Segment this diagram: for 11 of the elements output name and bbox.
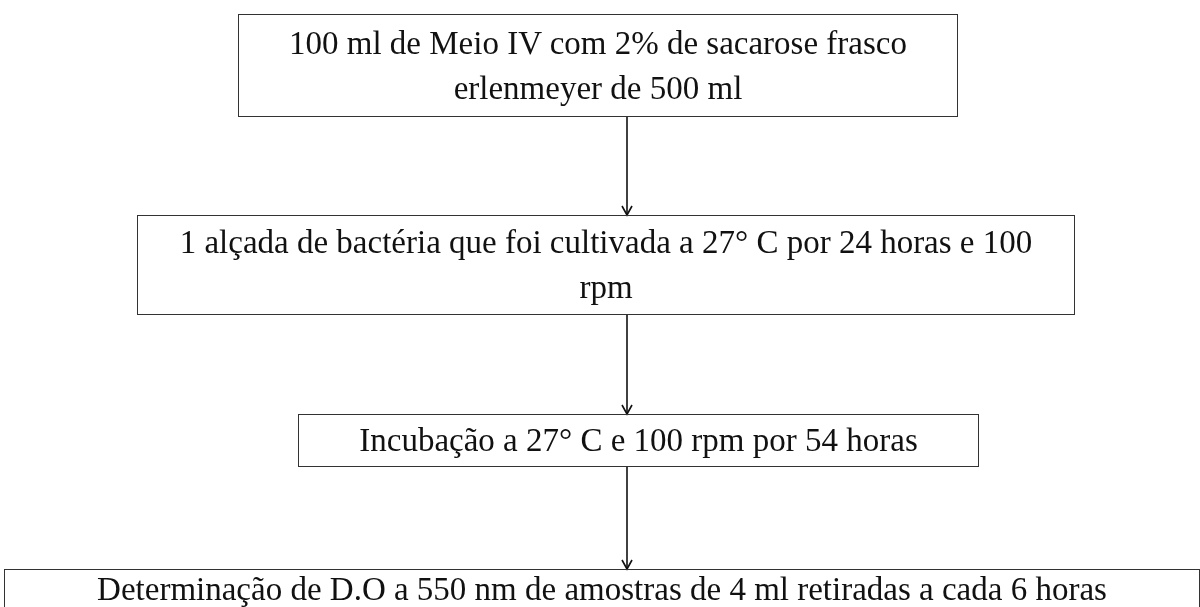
process-box xyxy=(4,569,1200,607)
step-text: 100 ml de Meio IV com 2% de sacarose frasco erlenmeyer de 500 ml xyxy=(288,23,908,108)
step-text: Incubação a 27° C e 100 rpm por 54 horas xyxy=(359,421,918,460)
arrow xyxy=(621,314,633,415)
process-box xyxy=(238,14,958,117)
step-text: Determinação de D.O a 550 nm de amostras de 4 ml retiradas a cada 6 horas xyxy=(97,569,1107,607)
process-box xyxy=(137,215,1075,315)
process-box xyxy=(298,414,979,467)
arrow xyxy=(621,116,633,216)
arrow xyxy=(621,466,633,570)
step-text: 1 alçada de bactéria que foi cultivada a 27° C por 24 horas e 100 rpm xyxy=(178,223,1034,307)
